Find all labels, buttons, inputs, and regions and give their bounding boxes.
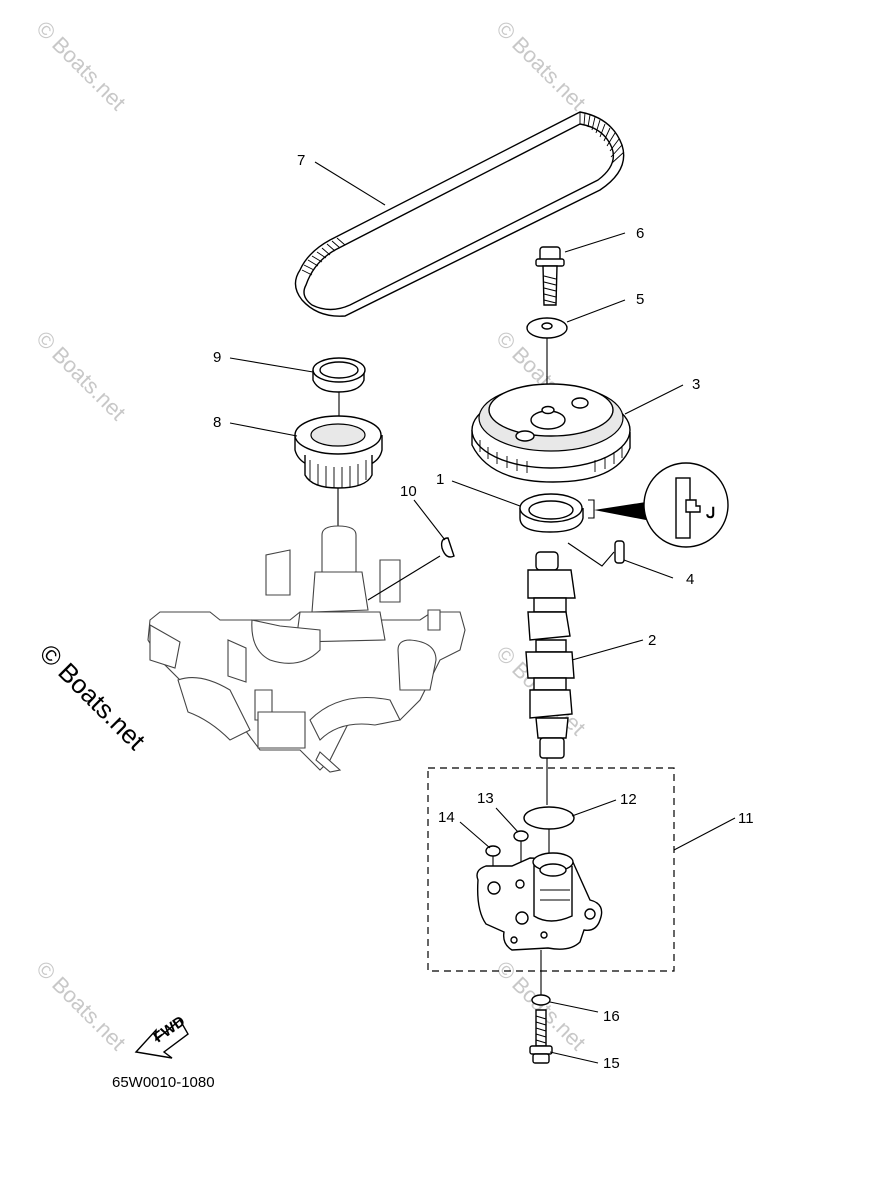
oil-seal-part-9 xyxy=(312,357,366,420)
callout-7: 7 xyxy=(297,152,305,169)
callout-9: 9 xyxy=(213,349,221,366)
callout-15: 15 xyxy=(603,1055,620,1072)
seal-bracket xyxy=(588,499,595,519)
washer-part-5 xyxy=(526,317,568,339)
oil-pump-body xyxy=(476,852,603,995)
detail-pointer xyxy=(594,502,646,520)
fwd-arrow-icon: FWD xyxy=(134,1013,189,1059)
bolt-part-15 xyxy=(529,1009,553,1064)
washer-part-16 xyxy=(531,994,551,1006)
watermark-large: © Boats.net xyxy=(34,638,152,756)
bushing-part-8 xyxy=(294,415,383,528)
callout-4: 4 xyxy=(686,571,694,588)
callout-16: 16 xyxy=(603,1008,620,1025)
diagram-code: 65W0010-1080 xyxy=(112,1074,215,1091)
callout-14: 14 xyxy=(438,809,455,826)
callout-13: 13 xyxy=(477,790,494,807)
o-ring-part-12 xyxy=(523,806,575,830)
bolt-part-6 xyxy=(535,246,565,306)
callout-8: 8 xyxy=(213,414,221,431)
oil-pump-assembly-box xyxy=(427,767,675,972)
callout-numbers: 7 6 5 3 9 8 10 1 4 2 11 12 13 14 15 16 xyxy=(213,152,754,1072)
callout-11: 11 xyxy=(738,810,754,827)
oil-seal-part-1 xyxy=(519,493,584,533)
seal-detail-callout: ᒍ xyxy=(643,462,729,548)
leader-lines xyxy=(229,161,736,1064)
timing-belt-part-7 xyxy=(294,111,625,317)
callout-1: 1 xyxy=(436,471,444,488)
callout-6: 6 xyxy=(636,225,644,242)
engine-block-context xyxy=(147,525,466,773)
o-ring-part-13 xyxy=(513,830,529,842)
o-ring-part-14 xyxy=(485,845,501,857)
camshaft-pulley-part-3 xyxy=(471,383,631,483)
belt-teeth xyxy=(301,112,625,276)
callout-10: 10 xyxy=(400,483,417,500)
callout-12: 12 xyxy=(620,791,637,808)
key-part-10 xyxy=(440,537,455,558)
grease-icon: ᒍ xyxy=(706,505,715,522)
callout-3: 3 xyxy=(692,376,700,393)
callout-2: 2 xyxy=(648,632,656,649)
callout-5: 5 xyxy=(636,291,644,308)
watermark: © Boats.net xyxy=(31,16,130,115)
dowel-pin-part-4 xyxy=(567,540,625,567)
camshaft-part-2 xyxy=(525,551,576,805)
key-leader-line xyxy=(367,555,441,601)
watermark: © Boats.net xyxy=(31,956,130,1055)
watermark: © Boats.net xyxy=(31,326,130,425)
watermark: © Boats.net xyxy=(491,16,590,115)
